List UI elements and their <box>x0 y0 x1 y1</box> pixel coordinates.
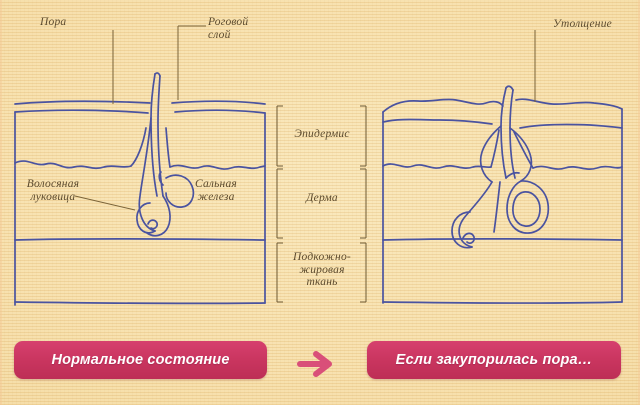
label-hair-bulb: Волосяная луковица <box>26 178 80 203</box>
callout-stratum-corneum: Роговой слой <box>208 16 249 41</box>
hair-bulb-papilla-r <box>462 232 475 245</box>
bracket-epidermis-left <box>276 105 283 167</box>
follicle-canal-right-r <box>493 181 501 233</box>
bracket-dermis-right <box>360 168 367 239</box>
hair-shaft-tip-r <box>505 85 514 91</box>
epidermis-wave-right-panel-left <box>382 163 492 169</box>
flow-arrow-icon <box>297 351 332 377</box>
banner-normal-state[interactable]: Нормальное состояние <box>14 341 267 379</box>
hair-bulb <box>136 202 156 234</box>
epidermis-wave-left <box>14 160 132 170</box>
layer-label-dermis: Дерма <box>306 192 338 204</box>
dermis-bottom-r <box>382 237 623 241</box>
follicle-epidermis-join-right <box>165 127 171 168</box>
skin-surface-bulge-right <box>515 98 623 110</box>
skin-surface-right <box>171 100 266 105</box>
layer-brackets <box>276 105 367 303</box>
left-diagram-normal-skin <box>14 72 266 306</box>
sebaceous-gland-inner-r <box>512 191 541 227</box>
hair-shaft-inner <box>157 75 164 197</box>
follicle-join-left-r <box>490 129 500 168</box>
epidermis-inner-left <box>382 118 493 125</box>
sebaceous-gland <box>165 174 195 208</box>
follicle-epidermis-join-left <box>130 127 147 167</box>
fat-bottom <box>14 301 266 305</box>
layer-label-subcutaneous-fat: Подкожно- жировая ткань <box>293 251 351 288</box>
right-diagram-clogged-pore <box>382 85 623 305</box>
sebaceous-duct <box>158 171 164 186</box>
callout-thickening: Утолщение <box>553 18 612 30</box>
label-sebaceous-gland: Сальная железа <box>195 178 237 203</box>
skin-surface-bulge-left <box>382 98 504 113</box>
hair-shaft-outer <box>150 73 158 197</box>
banner-clogged-pore[interactable]: Если закупорилась пора… <box>367 341 621 379</box>
sebaceous-gland-r <box>506 180 550 234</box>
follicle-wall-left <box>138 117 156 232</box>
banner-clogged-pore-text: Если закупорилась пора… <box>395 352 593 368</box>
bracket-dermis-left <box>276 168 283 239</box>
hair-bulb-r <box>451 211 473 249</box>
epidermis-top-line-right <box>174 109 266 114</box>
epidermis-top-line-left <box>14 109 149 114</box>
epidermis-inner-right <box>519 123 623 129</box>
fat-bottom-r <box>382 301 623 305</box>
hair-shaft-tip <box>154 72 161 77</box>
bracket-fat-left <box>276 242 283 303</box>
hair-bulb-papilla <box>147 219 158 230</box>
hair-shaft-outer-r <box>500 87 507 179</box>
plug-funnel-right <box>509 127 533 182</box>
stratum-corneum-leader <box>177 25 206 100</box>
follicle-canal-left-r <box>458 181 493 248</box>
epidermis-wave-right <box>169 164 266 170</box>
left-callout-leaders <box>74 25 206 211</box>
banner-normal-state-text: Нормальное состояние <box>51 352 230 368</box>
layer-label-epidermis: Эпидермис <box>294 128 350 140</box>
skin-surface-left <box>14 100 151 105</box>
bracket-epidermis-right <box>360 105 367 167</box>
follicle-wall-right <box>146 195 171 237</box>
dermis-bottom <box>14 237 266 241</box>
bracket-fat-right <box>360 242 367 303</box>
gland-duct-r <box>505 171 520 179</box>
callout-pore: Пора <box>40 16 67 28</box>
hair-bulb-leader <box>74 195 136 211</box>
follicle-join-right-r <box>513 131 534 169</box>
epidermis-wave-right-panel-right <box>532 165 623 170</box>
plug-funnel-left <box>479 125 502 183</box>
